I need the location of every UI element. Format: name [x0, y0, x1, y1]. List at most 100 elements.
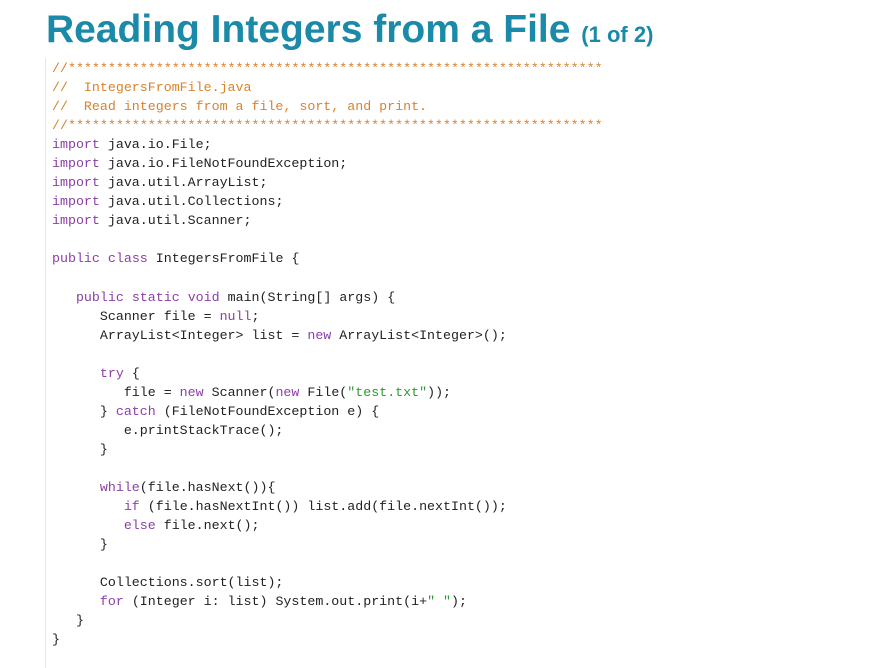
code-token-keyword: static: [131, 289, 180, 305]
code-token-plain: }: [52, 613, 84, 629]
code-token-plain: [180, 290, 188, 305]
code-line: [52, 554, 603, 573]
code-token-plain: Scanner(: [203, 384, 276, 400]
code-token-plain: }: [52, 441, 108, 457]
code-token-keyword: public: [52, 251, 100, 267]
code-token-comment: // Read integers from a file, sort, and …: [52, 99, 428, 115]
code-line: //**************************************…: [52, 116, 603, 135]
code-token-comment: // IntegersFromFile.java: [52, 80, 252, 96]
code-line: import java.util.Collections;: [52, 192, 603, 211]
code-token-keyword: new: [179, 384, 204, 400]
code-token-plain: java.util.Scanner;: [99, 213, 252, 229]
code-token-plain: [124, 290, 132, 305]
code-line: [52, 345, 603, 364]
slide-title: Reading Integers from a File (1 of 2): [46, 6, 653, 59]
code-token-plain: Collections.sort(list);: [52, 575, 284, 591]
code-line: public class IntegersFromFile {: [52, 249, 603, 268]
code-line: }: [52, 630, 603, 649]
code-token-plain: (FileNotFoundException e) {: [155, 403, 380, 419]
code-line: else file.next();: [52, 516, 603, 535]
code-token-plain: java.util.Collections;: [99, 194, 284, 210]
code-line: import java.util.Scanner;: [52, 211, 603, 230]
slide-title-text: Reading Integers from a File: [46, 8, 571, 51]
code-line: }: [52, 440, 603, 459]
code-token-plain: [52, 366, 100, 381]
code-token-plain: ArrayList<Integer>();: [331, 327, 507, 343]
code-line: while(file.hasNext()){: [52, 478, 603, 497]
code-token-comment: //**************************************…: [52, 61, 603, 76]
code-line: if (file.hasNextInt()) list.add(file.nex…: [52, 497, 603, 516]
code-token-keyword: class: [107, 251, 148, 267]
code-token-plain: [52, 518, 124, 533]
code-token-plain: }: [52, 632, 60, 648]
code-line: Scanner file = null;: [52, 307, 603, 326]
slide-subtitle: (1 of 2): [581, 22, 654, 47]
code-token-string: " ": [427, 594, 452, 610]
code-token-string: "test.txt": [347, 384, 428, 400]
code-line: public static void main(String[] args) {: [52, 288, 603, 307]
code-line: [52, 269, 603, 288]
code-token-plain: );: [451, 594, 467, 610]
code-token-keyword: import: [52, 213, 100, 229]
code-line: import java.io.FileNotFoundException;: [52, 154, 603, 173]
code-token-keyword: import: [52, 137, 100, 153]
code-token-plain: [52, 594, 100, 609]
code-panel: [45, 58, 736, 668]
code-line: // IntegersFromFile.java: [52, 78, 603, 97]
code-token-plain: [52, 480, 100, 495]
code-token-comment: //**************************************…: [52, 118, 603, 134]
code-token-plain: (Integer i: list) System.out.print(i+: [123, 594, 428, 610]
code-listing: //**************************************…: [52, 59, 603, 649]
code-line: import java.util.ArrayList;: [52, 173, 603, 192]
code-token-plain: ));: [427, 384, 452, 400]
code-line: e.printStackTrace();: [52, 421, 603, 440]
code-token-keyword: public: [75, 289, 124, 305]
code-line: } catch (FileNotFoundException e) {: [52, 402, 603, 421]
code-token-keyword: void: [187, 289, 220, 305]
code-token-plain: java.util.ArrayList;: [99, 175, 268, 191]
code-line: [52, 230, 603, 249]
code-token-plain: java.io.File;: [99, 137, 212, 153]
code-token-keyword: new: [307, 327, 332, 343]
code-token-literal: null: [219, 308, 252, 324]
code-token-plain: file =: [52, 384, 180, 400]
code-line: //**************************************…: [52, 59, 603, 78]
code-token-plain: ;: [251, 308, 260, 324]
code-token-plain: IntegersFromFile {: [147, 251, 300, 267]
code-token-keyword: new: [275, 384, 300, 400]
code-token-keyword: try: [99, 365, 124, 381]
code-token-plain: e.printStackTrace();: [52, 422, 284, 438]
code-line: try {: [52, 364, 603, 383]
code-token-plain: (file.hasNext()){: [139, 480, 276, 496]
code-token-plain: file.next();: [155, 518, 260, 534]
code-token-keyword: import: [52, 194, 100, 210]
code-line: for (Integer i: list) System.out.print(i…: [52, 592, 603, 611]
code-token-keyword: import: [52, 175, 100, 191]
code-token-keyword: catch: [115, 403, 156, 419]
code-token-keyword: if: [123, 499, 140, 515]
code-line: }: [52, 535, 603, 554]
code-token-plain: (file.hasNextInt()) list.add(file.nextIn…: [139, 499, 507, 515]
code-token-plain: java.io.FileNotFoundException;: [99, 156, 348, 172]
code-token-plain: [52, 290, 76, 305]
code-token-keyword: else: [123, 518, 156, 534]
code-token-plain: {: [123, 365, 140, 381]
code-token-keyword: while: [99, 480, 140, 496]
code-token-plain: Scanner file =: [52, 308, 220, 324]
code-line: // Read integers from a file, sort, and …: [52, 97, 603, 116]
code-line: file = new Scanner(new File("test.txt"))…: [52, 383, 603, 402]
code-token-plain: }: [52, 537, 108, 553]
code-line: }: [52, 611, 603, 630]
code-token-keyword: for: [99, 594, 124, 610]
code-token-plain: [52, 499, 124, 514]
code-token-plain: main(String[] args) {: [219, 289, 396, 305]
code-line: import java.io.File;: [52, 135, 603, 154]
code-line: Collections.sort(list);: [52, 573, 603, 592]
code-token-keyword: import: [52, 156, 100, 172]
code-token-plain: [100, 251, 108, 266]
code-token-plain: File(: [299, 384, 348, 400]
code-token-plain: }: [52, 403, 116, 419]
code-token-plain: ArrayList<Integer> list =: [52, 327, 308, 343]
code-line: ArrayList<Integer> list = new ArrayList<…: [52, 326, 603, 345]
code-line: [52, 459, 603, 478]
